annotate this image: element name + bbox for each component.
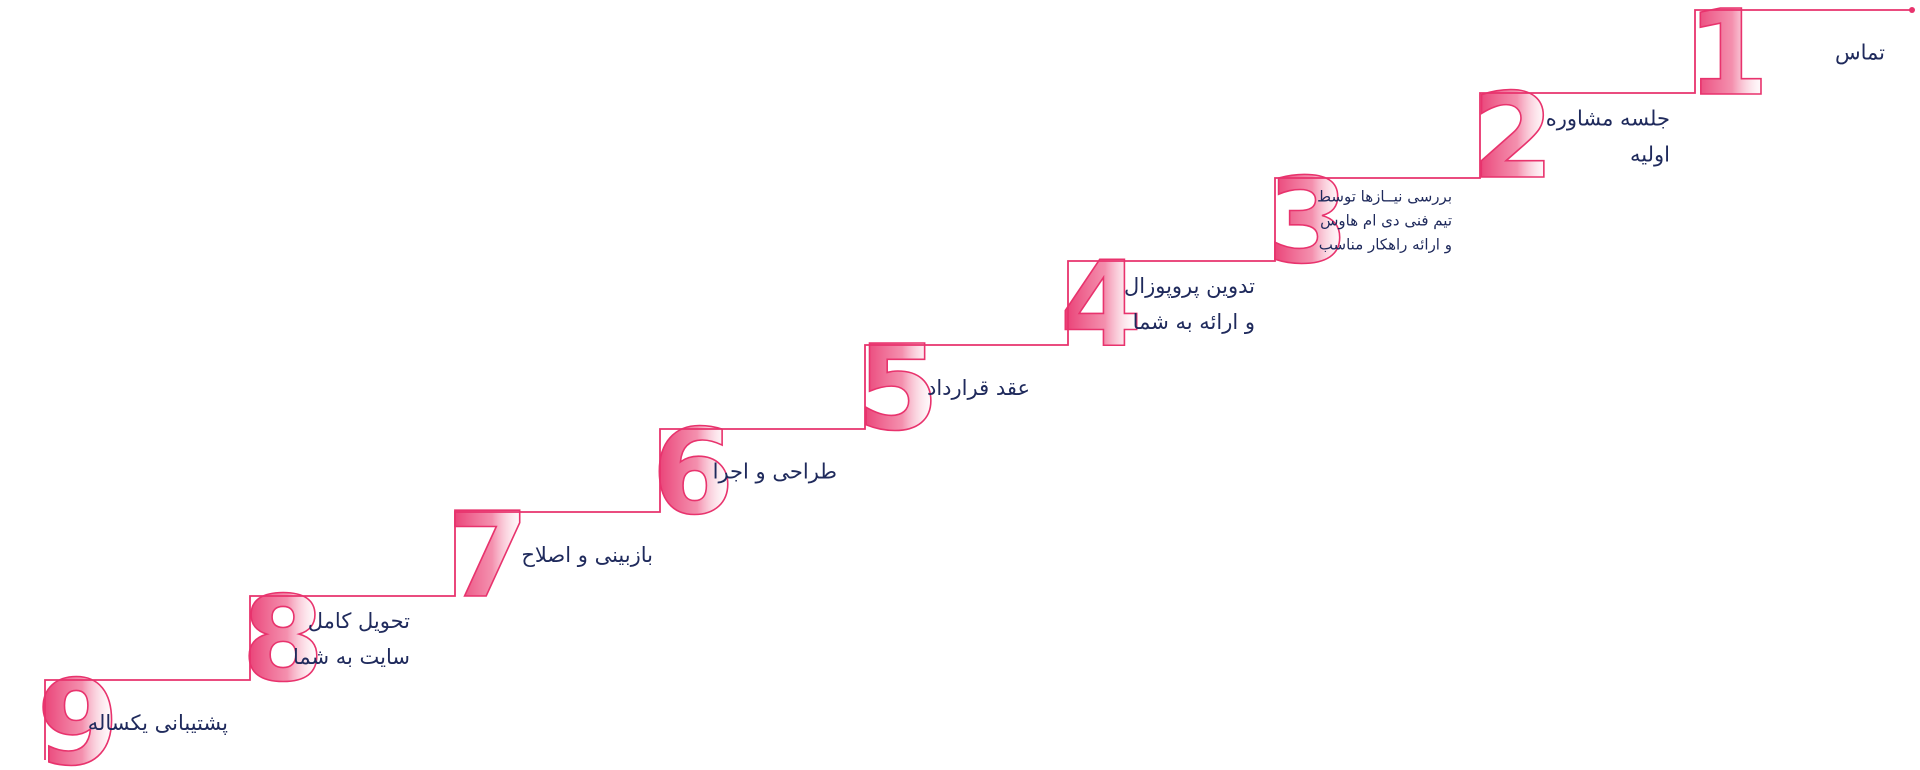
step-number-8: 8 (242, 570, 324, 708)
step-3-label-line-1: بررسی نیــازها توسط (1317, 188, 1452, 206)
staircase-end-dot (1909, 7, 1915, 13)
step-number-3: 3 (1267, 152, 1349, 290)
step-8-label-line-1: تحویل کامل (308, 609, 410, 633)
step-3-label-line-3: و ارائه راهکار مناسب (1319, 236, 1452, 254)
step-number-2: 2 (1472, 67, 1554, 205)
step-2-label-line-2: اولیه (1630, 143, 1670, 167)
step-number-5: 5 (857, 319, 939, 457)
step-6-label-line-1: طراحی و اجرا (713, 460, 837, 484)
step-1-label-line-1: تماس (1835, 41, 1885, 65)
step-number-6: 6 (652, 403, 734, 541)
step-3-label-line-2: تیم فنی دی ام هاوس (1320, 212, 1452, 230)
step-labels: تماس جلسه مشاوره اولیه بررسی نیــازها توسط ت… (88, 41, 1885, 736)
step-9-label-line-1: پشتیبانی یکساله (88, 711, 228, 735)
staircase-line (44, 9, 1912, 760)
step-4-label-line-1: تدوین پروپوزال (1124, 274, 1255, 298)
step-number-7: 7 (447, 486, 529, 624)
step-7-label-line-1: بازبینی و اصلاح (521, 543, 653, 567)
step-5-label-line-1: عقد قرارداد (927, 376, 1030, 400)
step-number-1: 1 (1687, 0, 1769, 122)
step-number-9: 9 (37, 654, 119, 770)
step-number-4: 4 (1060, 235, 1142, 373)
step-4-label-line-2: و ارائه به شما (1133, 310, 1255, 334)
step-8-label-line-2: سایت به شما (293, 645, 410, 669)
step-2-label-line-1: جلسه مشاوره (1546, 107, 1670, 131)
